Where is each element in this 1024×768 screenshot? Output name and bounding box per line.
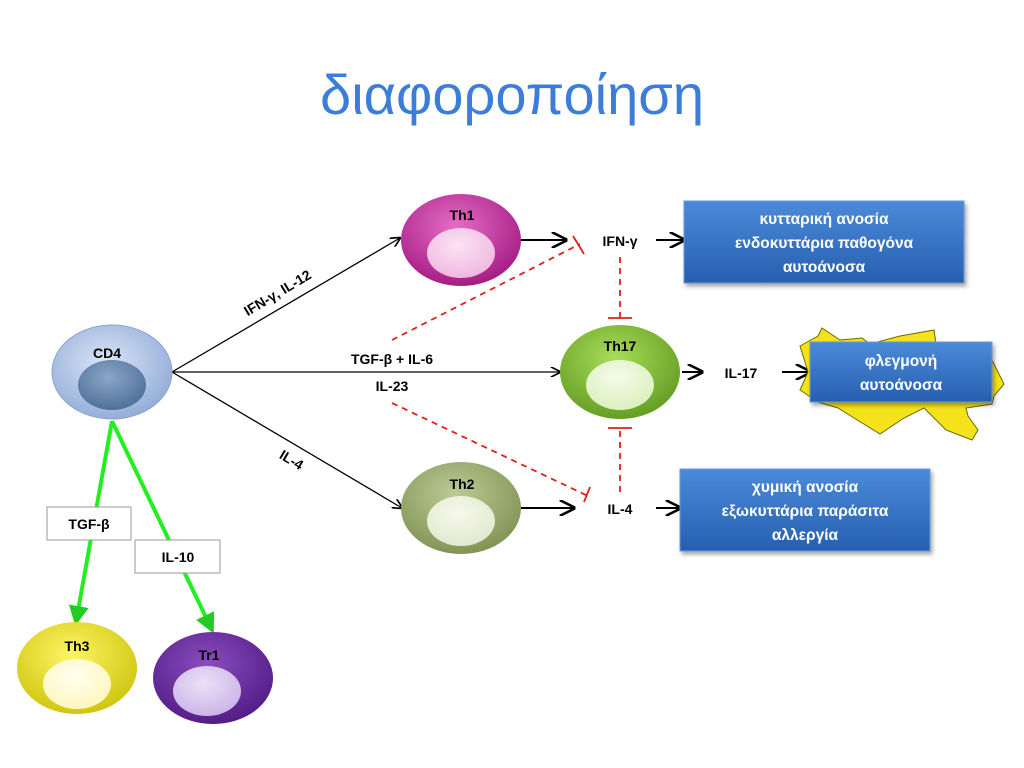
label-box-tgf: TGF-β xyxy=(46,506,132,541)
product-il4: IL-4 xyxy=(608,501,633,517)
th17-label: Th17 xyxy=(604,338,637,354)
product-il17: IL-17 xyxy=(725,365,758,381)
arrow-cd4-tr1 xyxy=(110,420,215,634)
inhibit-th2-to-th17-path xyxy=(391,402,589,497)
inhibit-bar-il4-left xyxy=(583,486,591,503)
cd4-nucleus xyxy=(78,360,146,410)
th3-nucleus xyxy=(43,659,111,709)
product-ifn: IFN-γ xyxy=(603,233,638,249)
edge-label-ifn-il12: IFN-γ, IL-12 xyxy=(241,266,314,319)
edge-label-tgf-il6: TGF-β + IL-6 xyxy=(351,351,433,367)
label-box-tgf-text: TGF-β xyxy=(68,516,110,532)
tr1-nucleus xyxy=(173,666,241,716)
outcome-th2-line2: εξωκυττάρια παράσιτα xyxy=(722,503,889,520)
outcome-th1-line1: κυτταρική ανοσία xyxy=(760,211,889,228)
edge-label-il23: IL-23 xyxy=(376,378,409,394)
outcome-box-th1: κυτταρική ανοσία ενδοκυττάρια παθογόνα α… xyxy=(683,200,965,284)
cell-th1: Th1 xyxy=(401,194,521,286)
cell-th2: Th2 xyxy=(401,462,521,554)
label-box-il10: IL-10 xyxy=(134,539,221,574)
arrow-cd4-th1 xyxy=(171,238,400,373)
th3-label: Th3 xyxy=(65,638,90,654)
th1-label: Th1 xyxy=(450,207,475,223)
outcome-box-th17: φλεγμονή αυτοάνοσα xyxy=(809,341,993,403)
inhibition-lines xyxy=(391,235,632,503)
th1-nucleus xyxy=(427,228,495,278)
cd4-label: CD4 xyxy=(93,345,121,361)
edge-label-il4: IL-4 xyxy=(277,446,307,473)
tr1-label: Tr1 xyxy=(198,647,219,663)
outcome-box-th2: χυμική ανοσία εξωκυττάρια παράσιτα αλλερ… xyxy=(679,468,931,552)
cell-cd4: CD4 xyxy=(51,324,173,420)
cell-th3: Th3 xyxy=(17,622,137,714)
inhibit-th1-to-th17-path xyxy=(391,243,581,341)
th2-label: Th2 xyxy=(450,476,475,492)
th2-nucleus xyxy=(427,496,495,546)
inhibit-bar-ifn-left xyxy=(572,235,585,255)
slide-title: διαφοροποίηση xyxy=(320,63,704,126)
arrow-cd4-th2 xyxy=(171,371,402,508)
outcome-th1-line2: ενδοκυττάρια παθογόνα xyxy=(735,235,914,252)
outcome-th2-line3: αλλεργία xyxy=(772,527,839,544)
outcome-th17-line2: αυτοάνοσα xyxy=(860,377,943,394)
cell-th17: Th17 xyxy=(560,325,680,419)
label-box-il10-text: IL-10 xyxy=(162,549,195,565)
outcome-th1-line3: αυτοάνοσα xyxy=(783,259,866,276)
cell-tr1: Tr1 xyxy=(153,632,273,724)
outcome-th17-line1: φλεγμονή xyxy=(865,353,938,370)
th17-nucleus xyxy=(586,360,654,410)
outcome-th2-line1: χυμική ανοσία xyxy=(752,479,859,496)
